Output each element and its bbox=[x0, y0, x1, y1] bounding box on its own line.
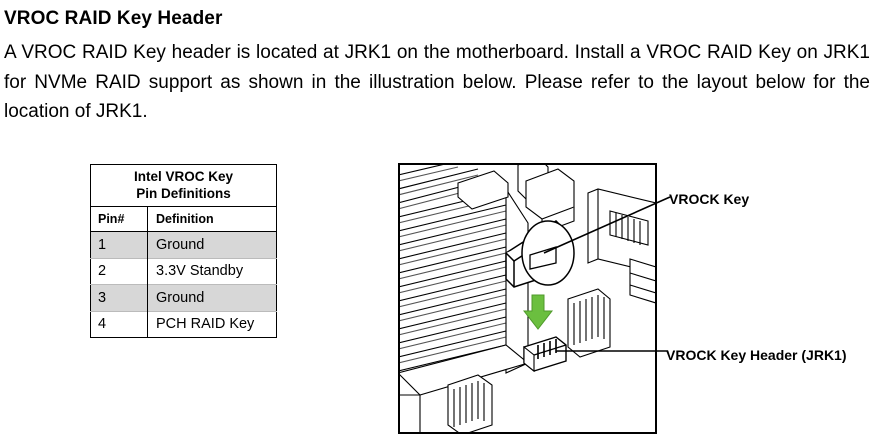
label-vrock-key-header: VROCK Key Header (JRK1) bbox=[666, 347, 847, 363]
pin-number: 2 bbox=[90, 257, 148, 285]
pin-number: 1 bbox=[90, 231, 148, 258]
pin-header-bottom bbox=[447, 374, 493, 433]
pin-definition: PCH RAID Key bbox=[147, 310, 277, 338]
column-header-pin: Pin# bbox=[90, 206, 148, 232]
table-row: 3 Ground bbox=[90, 284, 277, 311]
table-caption-line2: Pin Definitions bbox=[136, 186, 231, 201]
key-callout-line bbox=[543, 196, 671, 254]
pin-number: 4 bbox=[90, 310, 148, 338]
vroc-key-illustration: VROCK Key VROCK Key Header (JRK1) bbox=[398, 163, 847, 434]
pin-number: 3 bbox=[90, 284, 148, 311]
table-caption: Intel VROC Key Pin Definitions bbox=[90, 164, 277, 207]
table-row: 1 Ground bbox=[90, 231, 277, 258]
pin-definitions-table: Intel VROC Key Pin Definitions Pin# Defi… bbox=[90, 164, 277, 338]
vroc-key bbox=[505, 220, 575, 288]
table-row: 2 3.3V Standby bbox=[90, 257, 277, 285]
label-vrock-key: VROCK Key bbox=[669, 191, 749, 207]
insert-arrow bbox=[522, 294, 554, 330]
jrk1-header bbox=[523, 336, 567, 373]
pin-header-right bbox=[567, 288, 611, 358]
pin-definition: Ground bbox=[147, 231, 277, 258]
column-header-definition: Definition bbox=[147, 206, 277, 232]
table-row: 4 PCH RAID Key bbox=[90, 310, 277, 338]
table-caption-line1: Intel VROC Key bbox=[133, 169, 234, 184]
pin-definition: 3.3V Standby bbox=[147, 257, 277, 285]
section-paragraph: A VROC RAID Key header is located at JRK… bbox=[4, 42, 870, 122]
pin-definition: Ground bbox=[147, 284, 277, 311]
illustration-frame bbox=[398, 163, 657, 434]
section-title: VROC RAID Key Header bbox=[4, 8, 223, 29]
